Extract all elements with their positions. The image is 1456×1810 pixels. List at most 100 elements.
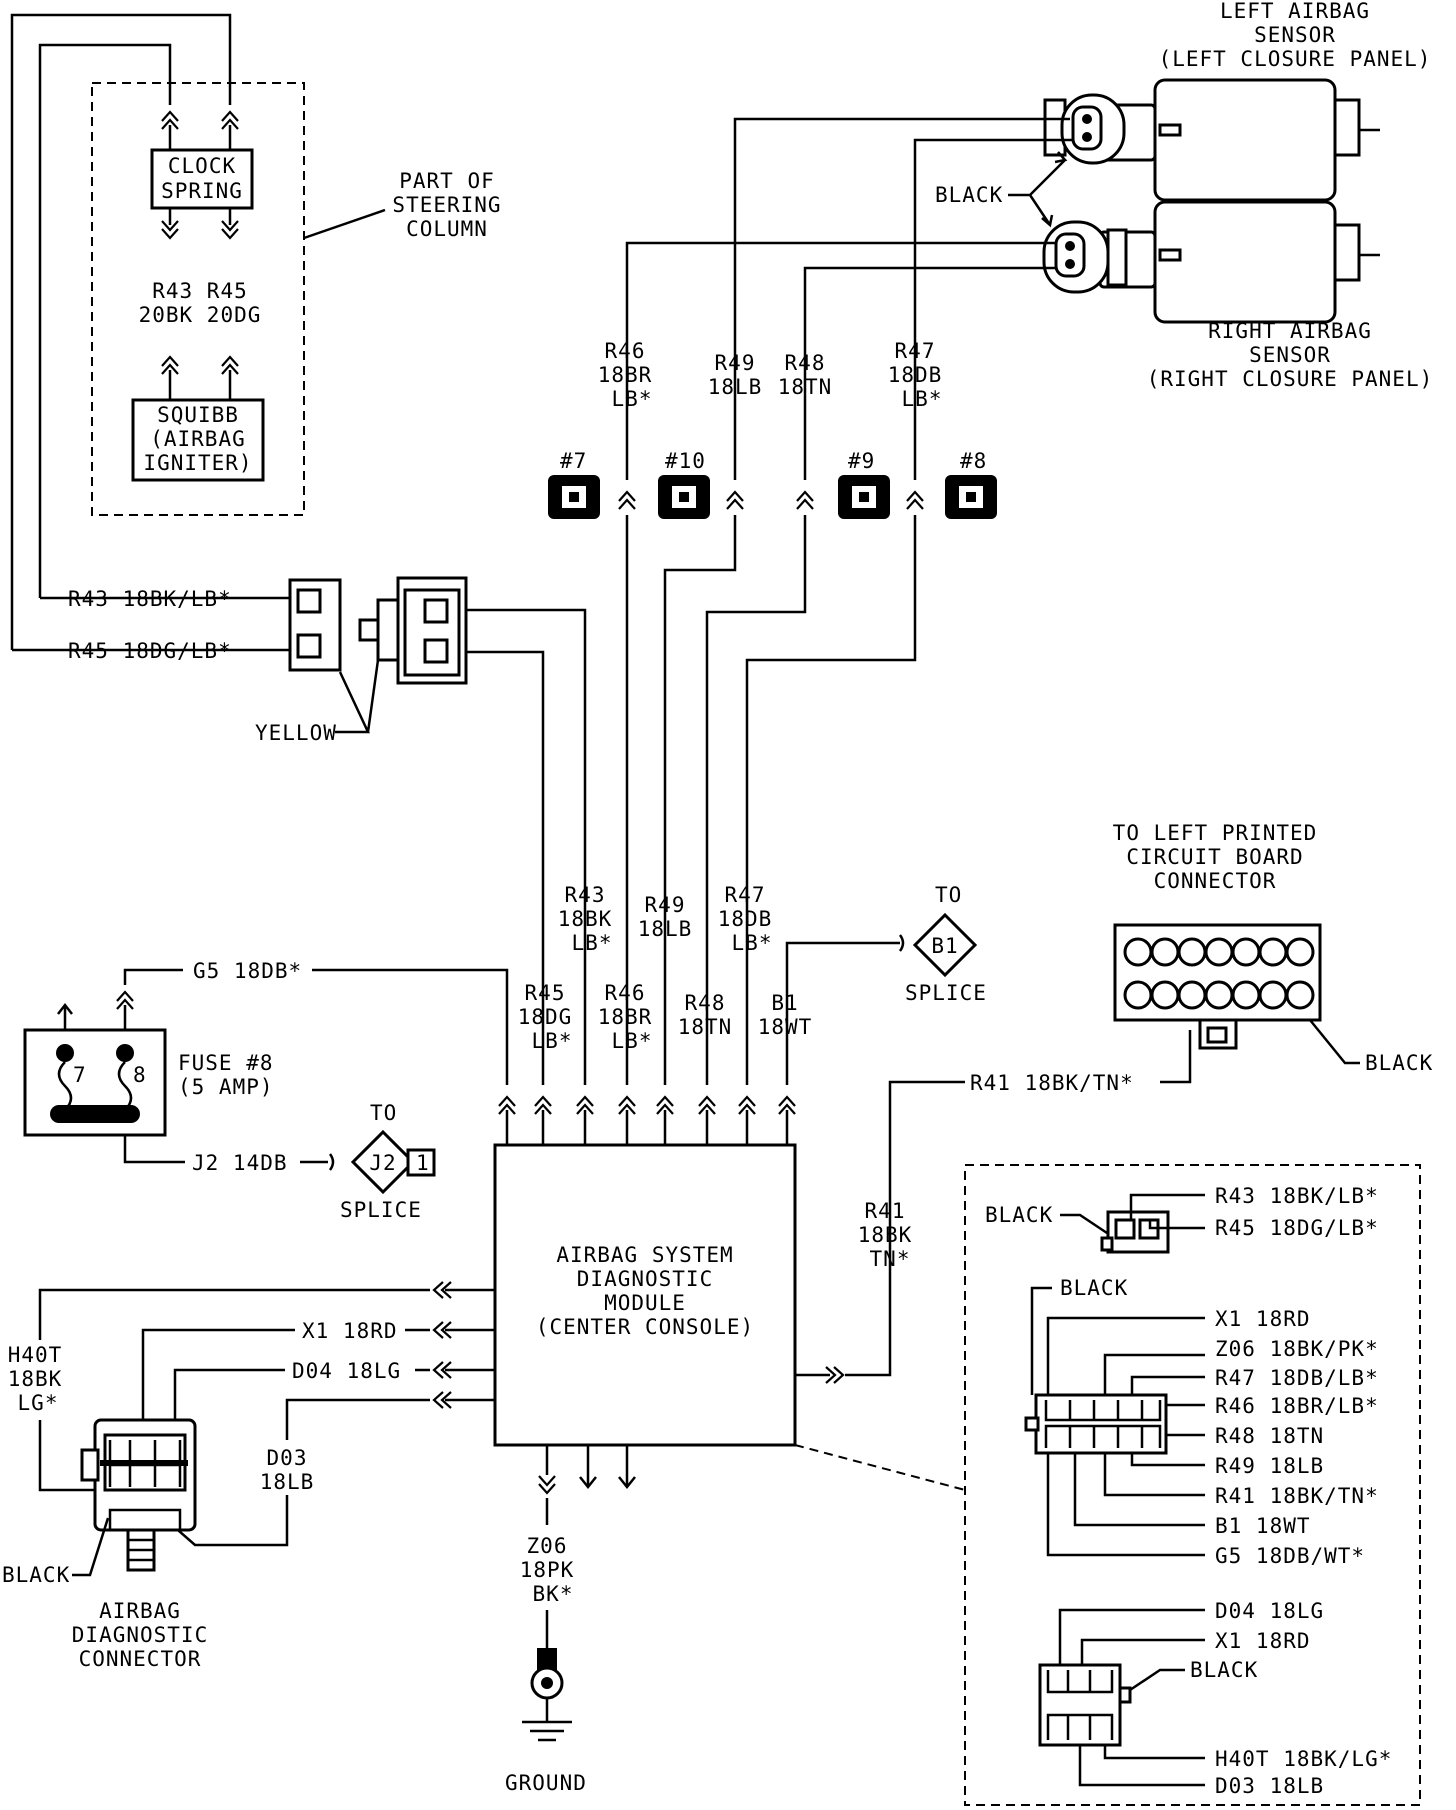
- connector-10: [658, 475, 710, 519]
- g5-label: G5 18DB*: [193, 959, 302, 983]
- black-sensor-connector-label: BLACK: [935, 183, 1003, 207]
- steering-column-boundary: [91, 82, 305, 516]
- fuse-7-label: 7: [73, 1063, 87, 1087]
- inset2-pin-label-7: B1 18WT: [1215, 1514, 1311, 1538]
- inset2-pin-label-0: X1 18RD: [1215, 1307, 1311, 1331]
- airbag-diagnostic-connector: [80, 1418, 197, 1572]
- wire-d04: [173, 1368, 495, 1435]
- connector-7: [548, 475, 600, 519]
- wire-r47-run: [745, 515, 917, 1085]
- pcb-connector: [1113, 923, 1322, 1050]
- ground-symbol: [522, 1648, 572, 1742]
- left-airbag-sensor: [1098, 78, 1380, 202]
- inset2-pin-label-3: R46 18BR/LB*: [1215, 1394, 1379, 1418]
- module-connector-inset: [964, 1164, 1421, 1806]
- connector-10-label: #10: [665, 449, 706, 473]
- wire-r45-yellow: [466, 650, 545, 1085]
- r45-left-label: R45 18DG/LB*: [68, 639, 232, 663]
- black-diag-label: BLACK: [2, 1563, 70, 1587]
- airbag-diagnostic-module: [493, 1143, 797, 1447]
- wire-r41: [845, 1030, 1192, 1377]
- inset3-pin-label-2: H40T 18BK/LG*: [1215, 1747, 1392, 1771]
- squibb-box: [131, 398, 265, 482]
- right-sensor-connector: [1042, 220, 1128, 294]
- b1-splice-diamond: [912, 912, 978, 978]
- connector-9-label: #9: [848, 449, 875, 473]
- inset1-black-label: BLACK: [985, 1203, 1053, 1227]
- left-sensor-connector: [1043, 93, 1126, 165]
- inset2-connector: [1024, 1393, 1168, 1455]
- x1-left-label: X1 18RD: [302, 1319, 398, 1343]
- wire-r43-clock-top: [38, 43, 290, 600]
- inset2-black-label: BLACK: [1060, 1276, 1128, 1300]
- connector-8-label: #8: [960, 449, 987, 473]
- black-pcb-label: BLACK: [1365, 1051, 1433, 1075]
- fuse-8-label-block: FUSE #8(5 AMP): [178, 1051, 274, 1099]
- inset2-pin-label-1: Z06 18BK/PK*: [1215, 1337, 1379, 1361]
- wire-r48-sensor: [803, 266, 1056, 405]
- connector-9: [838, 475, 890, 519]
- r41-horizontal-label: R41 18BK/TN*: [970, 1071, 1134, 1095]
- yellow-label: YELLOW: [255, 721, 337, 745]
- wire-h40t: [38, 1288, 495, 1492]
- wire-j2: [123, 1135, 328, 1164]
- inset2-pin-label-5: R49 18LB: [1215, 1454, 1324, 1478]
- wire-d03: [154, 1398, 495, 1547]
- yellow-connector-right: [358, 576, 468, 685]
- connector-8: [945, 475, 997, 519]
- j2-splice-pin: 1: [416, 1151, 430, 1175]
- right-airbag-sensor: [1098, 200, 1380, 324]
- inset3-pin-label-1: X1 18RD: [1215, 1629, 1311, 1653]
- wire-b1: [785, 941, 900, 1085]
- inset1-r43-label: R43 18BK/LB*: [1215, 1184, 1379, 1208]
- inset2-pin-label-2: R47 18DB/LB*: [1215, 1366, 1379, 1390]
- inset2-pin-label-6: R41 18BK/TN*: [1215, 1484, 1379, 1508]
- wire-r45-clock-top: [10, 13, 290, 652]
- clock-spring-box: [150, 148, 254, 210]
- j2-splice-label: SPLICE: [340, 1198, 422, 1222]
- wire-r43-yellow: [466, 608, 587, 1085]
- inset3-black-label: BLACK: [1190, 1658, 1258, 1682]
- wire-r48-run: [705, 515, 807, 1085]
- inset3-connector: [1038, 1663, 1132, 1747]
- d04-left-label: D04 18LG: [292, 1359, 401, 1383]
- inset2-pin-label-8: G5 18DB/WT*: [1215, 1544, 1365, 1568]
- wire-g5: [123, 968, 509, 1085]
- j2-wire-label: J2 14DB: [192, 1151, 288, 1175]
- ground-label: GROUND: [505, 1771, 587, 1795]
- inset3-pin-label-3: D03 18LB: [1215, 1774, 1324, 1798]
- yellow-connector-left: [288, 578, 342, 672]
- wire-r47-sensor: [913, 138, 1073, 400]
- r43-left-label: R43 18BK/LB*: [68, 587, 232, 611]
- inset1-r45-label: R45 18DG/LB*: [1215, 1216, 1379, 1240]
- wire-r46-sensor: [625, 241, 1056, 405]
- fuse-8-label: 8: [133, 1063, 147, 1087]
- inset3-pin-label-0: D04 18LG: [1215, 1599, 1324, 1623]
- j2-splice-id: J2: [369, 1151, 396, 1175]
- j2-splice-diamond: [350, 1129, 416, 1195]
- b1-splice-id: B1: [931, 934, 958, 958]
